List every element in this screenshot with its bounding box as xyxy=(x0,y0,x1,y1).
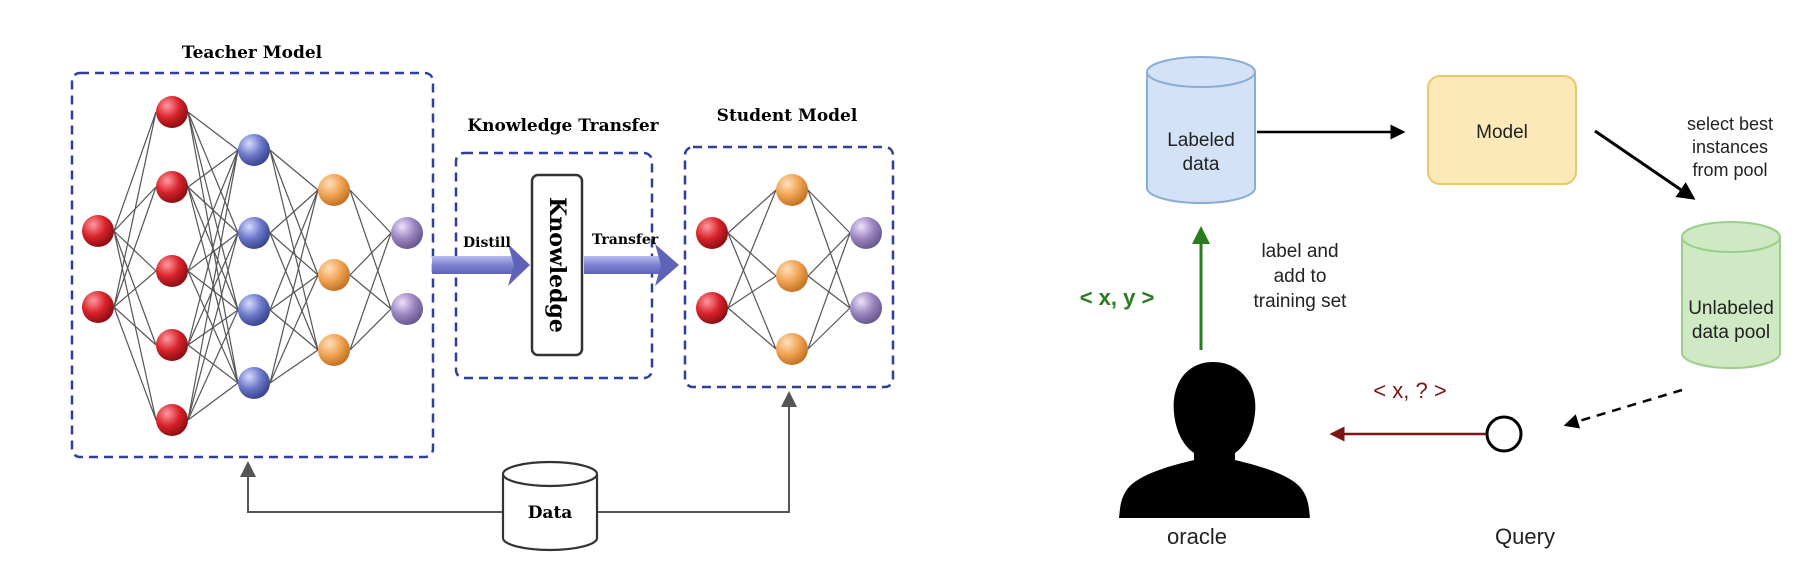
query-node xyxy=(1485,415,1523,453)
label-add-line3: training set xyxy=(1254,291,1348,312)
unlabeled-pool-label-line2: data pool xyxy=(1692,322,1770,343)
labeled-data-cylinder xyxy=(1146,56,1256,204)
model-to-pool-arrow xyxy=(1594,129,1696,200)
teacher-node-l3-n1 xyxy=(318,259,350,291)
knowledge-box xyxy=(530,173,584,357)
student-node-l2-n0 xyxy=(850,217,882,249)
select-text-line2: instances xyxy=(1692,137,1768,157)
teacher-node-l0-n0 xyxy=(82,215,114,247)
knowledge-transfer-title: Knowledge Transfer xyxy=(467,116,659,136)
teacher-node-l4-n0 xyxy=(391,217,423,249)
teacher-network xyxy=(82,96,423,436)
teacher-edges xyxy=(113,111,392,421)
student-node-l1-n1 xyxy=(776,260,808,292)
student-node-l1-n2 xyxy=(776,333,808,365)
knowledge-distillation-figure: Teacher Model Knowledge Transfer Distill… xyxy=(70,43,895,552)
labeled-data-label-line2: data xyxy=(1183,154,1220,175)
select-text-line3: from pool xyxy=(1692,160,1767,180)
teacher-node-l4-n1 xyxy=(391,293,423,325)
x-y-label: < x, y > xyxy=(1080,285,1155,310)
label-add-line2: add to xyxy=(1274,266,1327,287)
transfer-arrow xyxy=(584,244,679,286)
student-node-l0-n1 xyxy=(696,292,728,324)
student-edges xyxy=(727,189,851,350)
knowledge-box-label: Knowledge xyxy=(544,197,570,333)
model-box xyxy=(1427,75,1577,185)
model-label: Model xyxy=(1476,122,1528,143)
data-to-student-connector xyxy=(597,391,797,513)
teacher-node-l1-n0 xyxy=(156,96,188,128)
unlabeled-pool-label-line1: Unlabeled xyxy=(1688,298,1774,319)
transfer-label: Transfer xyxy=(592,232,659,248)
teacher-node-l1-n4 xyxy=(156,404,188,436)
student-network xyxy=(696,174,882,365)
teacher-node-l3-n0 xyxy=(318,174,350,206)
teacher-node-l2-n0 xyxy=(238,134,270,166)
student-node-l2-n1 xyxy=(850,292,882,324)
select-text-line1: select best xyxy=(1687,114,1773,134)
distill-arrow xyxy=(432,244,530,286)
teacher-node-l2-n2 xyxy=(238,294,270,326)
teacher-node-l1-n3 xyxy=(156,329,188,361)
label-add-line1: label and xyxy=(1261,241,1338,262)
active-learning-figure: Labeled data Model select best instances… xyxy=(1080,56,1781,549)
data-label: Data xyxy=(528,503,573,523)
student-model-title: Student Model xyxy=(717,106,858,126)
distill-label: Distill xyxy=(463,235,511,251)
student-model-box xyxy=(683,145,895,389)
data-cylinder xyxy=(501,460,599,552)
student-node-l0-n0 xyxy=(696,217,728,249)
oracle-label: oracle xyxy=(1167,524,1227,549)
teacher-node-l1-n1 xyxy=(156,171,188,203)
student-node-l1-n0 xyxy=(776,174,808,206)
teacher-node-l3-n2 xyxy=(318,334,350,366)
query-label: Query xyxy=(1495,524,1555,549)
data-to-teacher-connector xyxy=(240,461,503,513)
teacher-node-l0-n1 xyxy=(82,291,114,323)
teacher-node-l1-n2 xyxy=(156,255,188,287)
pool-to-query-arrow xyxy=(1563,388,1683,429)
teacher-node-l2-n3 xyxy=(238,367,270,399)
teacher-model-title: Teacher Model xyxy=(182,43,323,63)
x-unknown-label: < x, ? > xyxy=(1373,378,1446,403)
unlabeled-pool-cylinder xyxy=(1681,221,1781,369)
teacher-node-l2-n1 xyxy=(238,217,270,249)
labeled-data-label-line1: Labeled xyxy=(1167,130,1235,151)
oracle-person-icon xyxy=(1119,362,1310,518)
